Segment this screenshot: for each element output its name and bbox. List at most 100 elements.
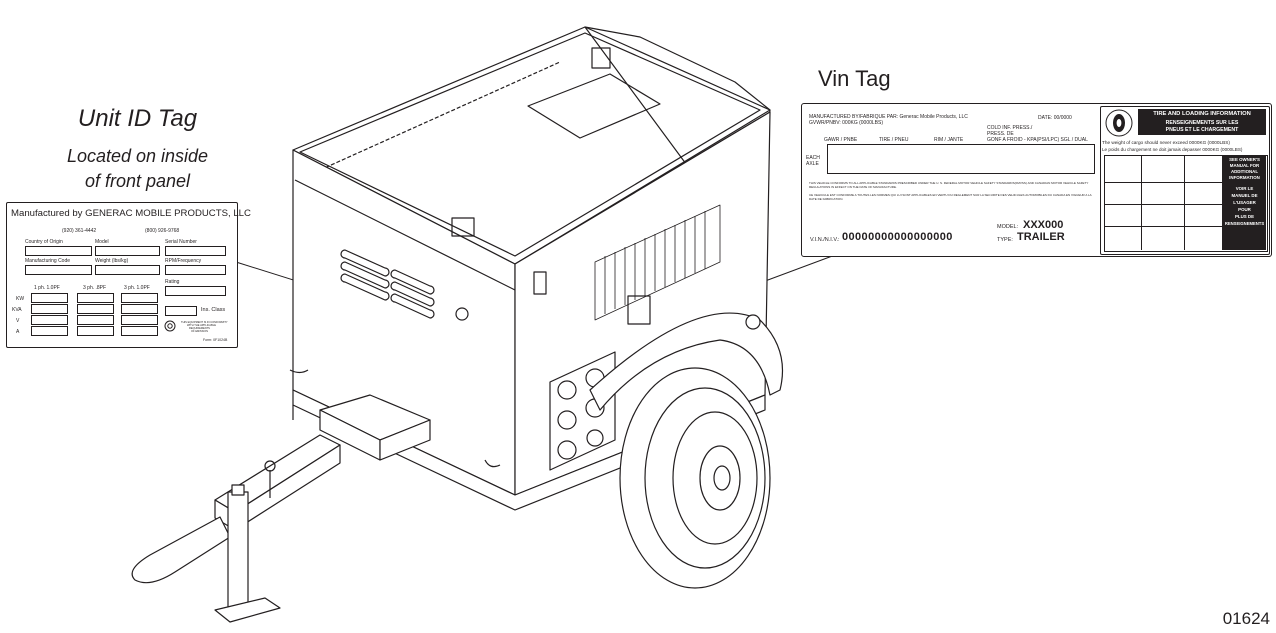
unit-tag-weight-box bbox=[95, 265, 160, 275]
usager-line5: PLUS DE bbox=[1234, 214, 1255, 219]
vin-gawr-header: GAWR / PNBE bbox=[824, 137, 858, 143]
unit-tag-weight-label: Weight (lbs/kg) bbox=[95, 258, 129, 264]
grid-divider bbox=[1104, 204, 1222, 205]
unit-tag-ins-class-label: Ins. Class bbox=[201, 307, 226, 313]
unit-tag-phone1: (920) 361-4442 bbox=[62, 228, 97, 234]
unit-tag-mfg-code-label: Manufacturing Code bbox=[25, 258, 71, 264]
owners-line3: ADDITIONAL bbox=[1230, 169, 1259, 174]
unit-tag-serial-box bbox=[165, 246, 226, 256]
side-radiator-grille bbox=[594, 204, 721, 321]
unit-tag-model-label: Model bbox=[95, 239, 109, 245]
unit-tag-rating-label: Rating bbox=[165, 279, 180, 285]
vin-axle-rating-box bbox=[827, 144, 1095, 174]
usager-line6: RENSEIGNEMENTS bbox=[1224, 221, 1265, 226]
grid-divider bbox=[1104, 226, 1222, 227]
usager-line1: VOIR LE bbox=[1235, 186, 1254, 191]
unit-tag-value-box bbox=[31, 293, 68, 303]
unit-tag-ins-class-box bbox=[165, 306, 197, 316]
unit-tag-value-box bbox=[31, 326, 68, 336]
grid-divider bbox=[1104, 182, 1222, 183]
tongue-jack-stand bbox=[214, 460, 281, 623]
unit-tag-rating-box bbox=[165, 286, 226, 296]
unit-tag-col2-header: 3 ph. .8PF bbox=[83, 285, 107, 291]
tire-heading-banner bbox=[1138, 109, 1266, 135]
unit-tag-serial-label: Serial Number bbox=[165, 239, 197, 245]
roof-hatch-panel bbox=[527, 73, 661, 139]
tire-heading-en: TIRE AND LOADING INFORMATION bbox=[1153, 111, 1251, 117]
unit-tag-value-box bbox=[77, 326, 114, 336]
tire-cargo-en: The weight of cargo should never exceed … bbox=[1102, 140, 1230, 145]
see-manual-panel bbox=[1223, 155, 1266, 250]
unit-tag-v-label: V bbox=[16, 318, 20, 324]
unit-tag-rpm-label: RPM/Frequency bbox=[165, 258, 202, 264]
vin-conform-en: THIS VEHICLE CONFORMS TO ALL APPLICABLE … bbox=[809, 181, 1089, 189]
unit-id-tag-location-line1: Located on inside bbox=[66, 146, 209, 166]
owners-line1: SEE OWNER'S bbox=[1229, 157, 1260, 162]
vin-vin-value: 00000000000000000 bbox=[842, 231, 953, 243]
unit-tag-value-box bbox=[31, 315, 68, 325]
tire-heading-fr1: RENSEIGNEMENTS SUR LES bbox=[1165, 120, 1239, 126]
unit-tag-model-box bbox=[95, 246, 160, 256]
tire-heading-fr2: PNEUS ET LE CHARGEMENT bbox=[1165, 127, 1239, 133]
vin-tire-header: TIRE / PNEU bbox=[879, 137, 909, 143]
vin-type-value: TRAILER bbox=[1017, 231, 1065, 243]
unit-tag-value-box bbox=[77, 315, 114, 325]
unit-tag-col1-header: 1 ph. 1.0PF bbox=[34, 285, 60, 291]
vin-axle-label: AXLE bbox=[806, 161, 819, 167]
vin-date: DATE: 00/0000 bbox=[1038, 115, 1072, 121]
wheel-fender bbox=[589, 312, 784, 411]
vin-gonf-header: GONF A FROID - KPA(PSI/LPC) SGL / DUAL bbox=[987, 137, 1088, 143]
vin-vin-label: V.I.N./N.I.V.: bbox=[810, 237, 840, 243]
unit-tag-value-box bbox=[121, 315, 158, 325]
owners-line2: MANUAL FOR bbox=[1229, 163, 1260, 168]
usager-line2: MANUEL DE bbox=[1231, 193, 1258, 198]
unit-tag-rpm-box bbox=[165, 265, 226, 275]
unit-tag-value-box bbox=[121, 293, 158, 303]
unit-tag-kw-label: KW bbox=[16, 296, 25, 302]
grid-divider bbox=[1222, 155, 1223, 250]
vin-manufactured-by: MANUFACTURED BY/FABRIQUE PAR: Generac Mo… bbox=[809, 114, 968, 120]
grid-divider bbox=[1184, 155, 1185, 250]
vin-each-label: EACH bbox=[806, 155, 820, 161]
figure-number: 01624 bbox=[1222, 609, 1270, 628]
unit-tag-value-box bbox=[77, 293, 114, 303]
front-louvre-vents bbox=[340, 249, 435, 319]
unit-tag-col3-header: 3 ph. 1.0PF bbox=[124, 285, 150, 291]
unit-tag-cert-line4: OF EMISSION bbox=[191, 330, 209, 333]
csa-certification-icon bbox=[164, 320, 176, 332]
grid-divider bbox=[1141, 155, 1142, 250]
unit-tag-value-box bbox=[121, 326, 158, 336]
unit-id-tag-location-line2: of front panel bbox=[84, 171, 191, 191]
tire-pressure-grid bbox=[1104, 155, 1268, 252]
vin-type-label: TYPE: bbox=[997, 237, 1013, 243]
vin-model-label: MODEL: bbox=[997, 224, 1019, 230]
tire-icon bbox=[1105, 109, 1133, 137]
vin-model-value: XXX000 bbox=[1023, 219, 1064, 231]
unit-tag-value-box bbox=[77, 304, 114, 314]
unit-tag-phone2: (800) 926-9768 bbox=[145, 228, 180, 234]
vin-tag-title: Vin Tag bbox=[818, 66, 891, 91]
usager-line3: L'USAGER bbox=[1233, 200, 1256, 205]
unit-tag-manufacturer: Manufactured by GENERAC MOBILE PRODUCTS,… bbox=[11, 208, 251, 219]
unit-tag-cert-line2: WITH THE APPLICABLE bbox=[187, 324, 216, 327]
unit-id-tag-title: Unit ID Tag bbox=[77, 105, 198, 132]
vin-cold-inf: COLD INF. PRESS./ bbox=[987, 125, 1033, 131]
vin-tag-plate: MANUFACTURED BY/FABRIQUE PAR: Generac Mo… bbox=[801, 103, 1272, 257]
unit-tag-value-box bbox=[121, 304, 158, 314]
unit-tag-form-number: Form: 0F1024B bbox=[203, 338, 228, 342]
tire-loading-placard bbox=[1100, 106, 1270, 255]
unit-tag-country-box bbox=[25, 246, 92, 256]
unit-id-tag-plate: Manufactured by GENERAC MOBILE PRODUCTS,… bbox=[6, 202, 251, 348]
unit-tag-cert-line1: THIS EQUIPMENT IS IN CONFORMITY bbox=[181, 321, 228, 324]
unit-tag-cert-line3: REQUIREMENTS bbox=[189, 327, 210, 330]
vin-conform-fr: CE VEHICULE EST CONFORME A TOUTES LES NO… bbox=[809, 193, 1092, 201]
tire-cargo-fr: Le poids du chargement ne doit jamais de… bbox=[1102, 147, 1243, 152]
unit-tag-mfg-code-box bbox=[25, 265, 92, 275]
unit-tag-kva-label: KVA bbox=[12, 307, 22, 313]
vin-rim-header: RIM / JANTE bbox=[934, 137, 964, 143]
trailer-wheel bbox=[619, 367, 771, 589]
unit-tag-a-label: A bbox=[16, 329, 20, 335]
owners-line4: INFORMATION bbox=[1229, 175, 1260, 180]
unit-tag-value-box bbox=[31, 304, 68, 314]
